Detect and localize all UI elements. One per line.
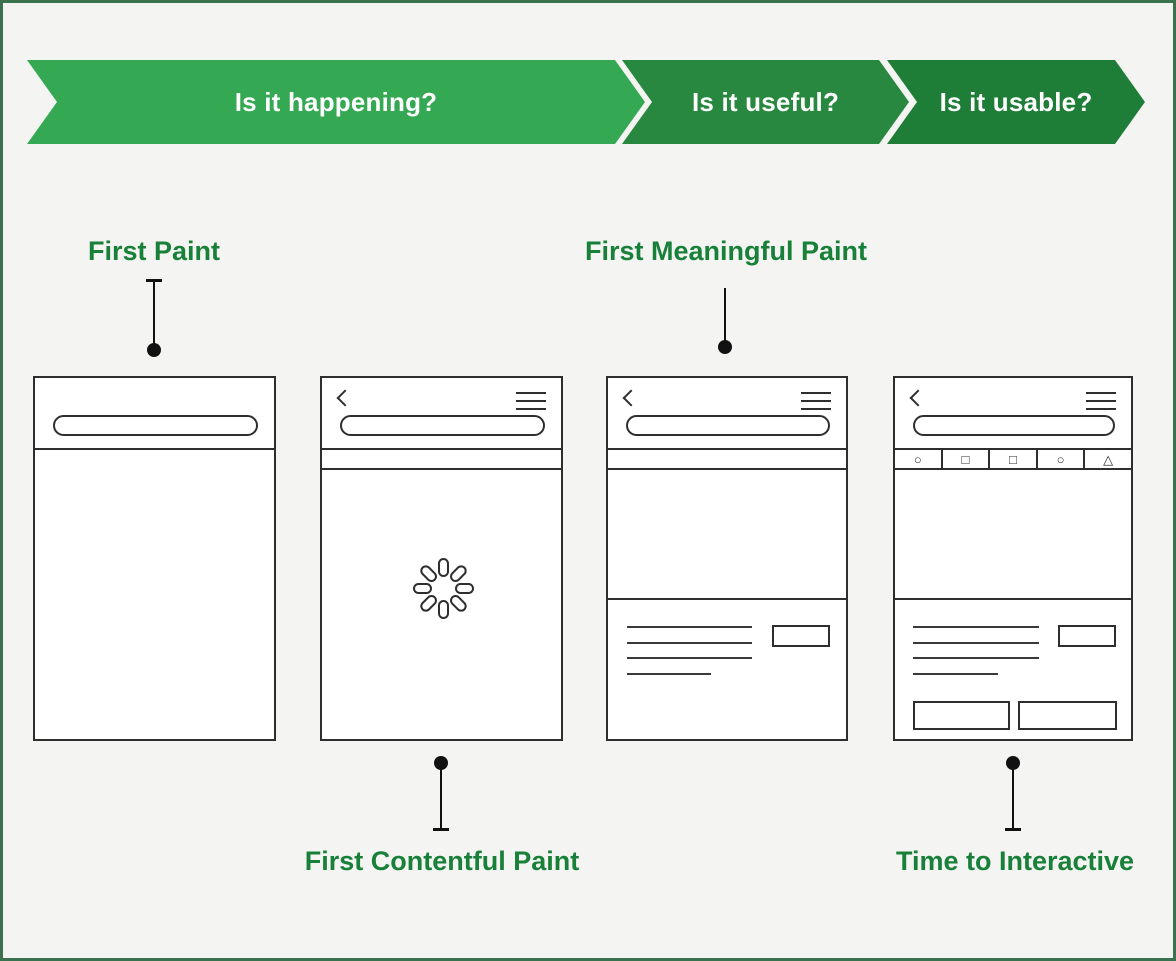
address-bar bbox=[340, 415, 545, 436]
back-icon bbox=[622, 389, 640, 407]
square-icon: □ bbox=[943, 450, 991, 468]
label-time-to-interactive: Time to Interactive bbox=[895, 846, 1135, 876]
banner-segment-happening: Is it happening? bbox=[27, 60, 645, 144]
tab-bar: ○ □ □ ○ △ bbox=[895, 450, 1131, 470]
connector-line bbox=[1012, 763, 1014, 830]
connector-dot bbox=[718, 340, 732, 354]
connector-dot bbox=[147, 343, 161, 357]
button-placeholder bbox=[913, 701, 1010, 730]
circle-icon: ○ bbox=[1038, 450, 1086, 468]
hamburger-menu-icon bbox=[516, 392, 546, 410]
label-first-contentful-paint: First Contentful Paint bbox=[304, 846, 580, 876]
address-bar bbox=[913, 415, 1115, 436]
banner-segment-label: Is it usable? bbox=[939, 86, 1093, 117]
browser-header bbox=[895, 378, 1131, 450]
address-bar bbox=[53, 415, 258, 436]
text-line bbox=[627, 626, 752, 628]
banner-segment-label: Is it useful? bbox=[691, 86, 840, 117]
address-bar bbox=[626, 415, 830, 436]
hero-image-placeholder bbox=[608, 470, 846, 600]
label-first-paint: First Paint bbox=[87, 236, 221, 266]
connector-line bbox=[153, 280, 155, 348]
banner-segment-label: Is it happening? bbox=[234, 86, 438, 117]
banner-segment-useful: Is it useful? bbox=[622, 60, 909, 144]
text-line bbox=[913, 657, 1039, 659]
text-line bbox=[627, 657, 752, 659]
text-line bbox=[627, 673, 711, 675]
button-placeholder bbox=[1018, 701, 1117, 730]
toolbar-strip bbox=[608, 450, 846, 470]
triangle-icon: △ bbox=[1103, 451, 1114, 467]
circle-icon: ○ bbox=[895, 450, 943, 468]
phone-mockup-first-paint bbox=[33, 376, 276, 741]
button-placeholder bbox=[1058, 625, 1116, 647]
banner-segment-usable: Is it usable? bbox=[887, 60, 1145, 144]
connector-crossbar bbox=[433, 828, 449, 831]
phone-mockup-first-contentful-paint bbox=[320, 376, 563, 741]
text-line bbox=[913, 642, 1039, 644]
hamburger-menu-icon bbox=[1086, 392, 1116, 410]
square-icon: □ bbox=[990, 450, 1038, 468]
text-line bbox=[913, 626, 1039, 628]
browser-header bbox=[322, 378, 561, 450]
hamburger-menu-icon bbox=[801, 392, 831, 410]
browser-header bbox=[35, 378, 274, 450]
label-first-meaningful-paint: First Meaningful Paint bbox=[584, 236, 867, 266]
phone-mockup-time-to-interactive: ○ □ □ ○ △ bbox=[893, 376, 1133, 741]
hero-image-placeholder bbox=[895, 470, 1131, 600]
back-icon bbox=[909, 389, 927, 407]
text-line bbox=[627, 642, 752, 644]
back-icon bbox=[336, 389, 354, 407]
connector-line bbox=[724, 288, 726, 346]
button-placeholder bbox=[772, 625, 830, 647]
toolbar-strip bbox=[322, 450, 561, 470]
text-line bbox=[913, 673, 998, 675]
phone-mockup-first-meaningful-paint bbox=[606, 376, 848, 741]
connector-crossbar bbox=[1005, 828, 1021, 831]
browser-header bbox=[608, 378, 846, 450]
connector-line bbox=[440, 763, 442, 830]
